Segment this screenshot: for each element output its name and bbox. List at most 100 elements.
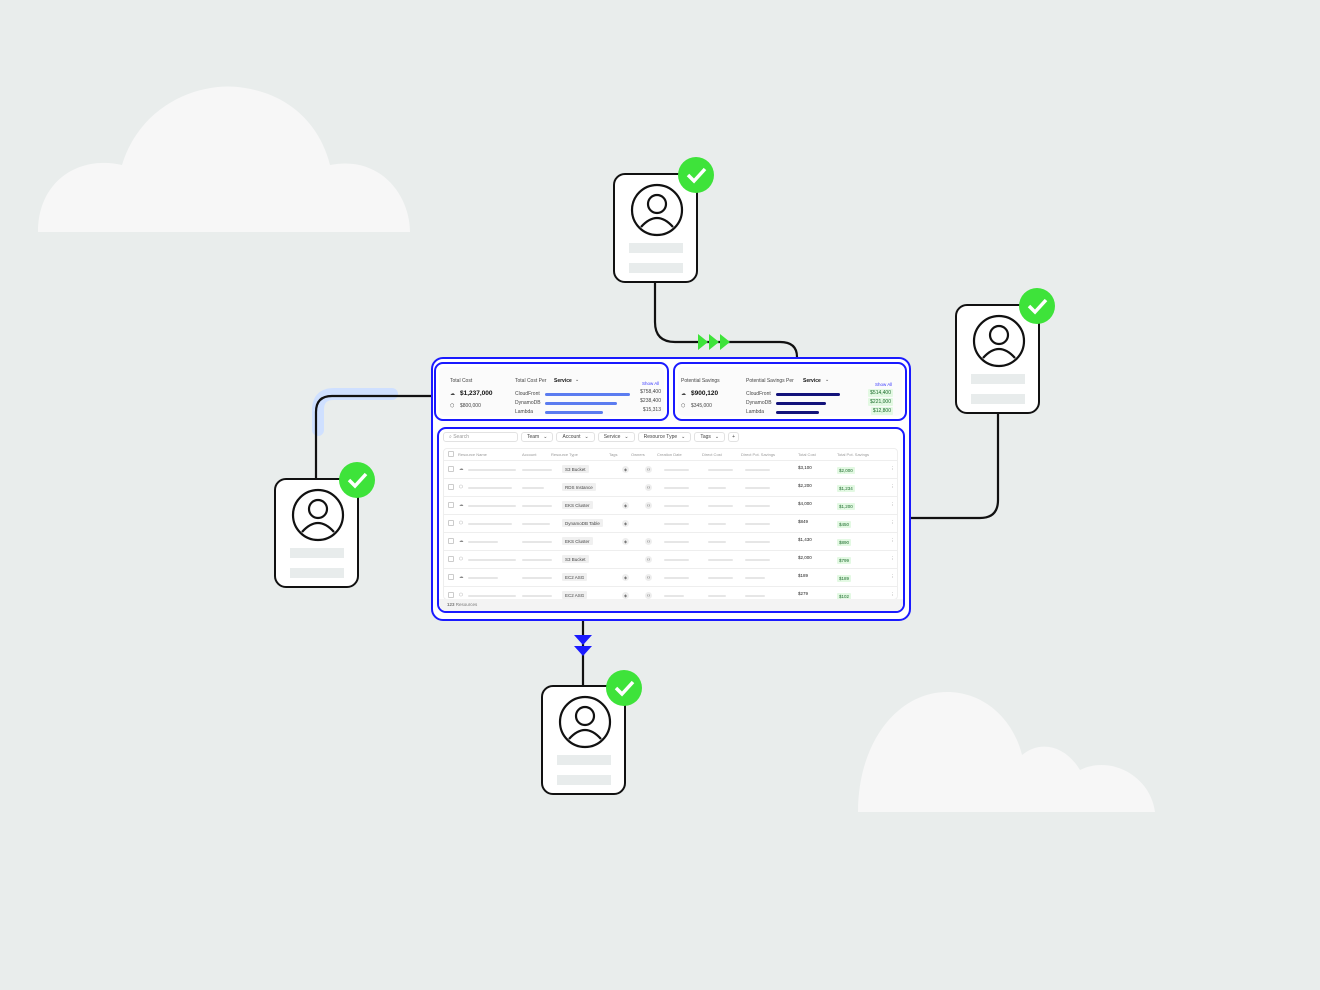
service-value: $15,313 — [642, 407, 661, 413]
row-menu-icon[interactable]: ⋮ — [890, 520, 895, 525]
resource-type-tag: EKS Cluster — [562, 537, 593, 545]
table-row[interactable]: ⬡RDS Instance⚇$2,200$1,234⋮ — [444, 479, 897, 497]
service-name: CloudFront — [746, 391, 771, 397]
owners-icon[interactable]: ⚇ — [645, 466, 652, 473]
column-header[interactable]: Direct Cost — [702, 452, 722, 457]
row-checkbox[interactable] — [448, 574, 454, 580]
total-cost: $3,100 — [798, 465, 812, 470]
owners-icon[interactable]: ⚇ — [645, 538, 652, 545]
check-icon — [339, 462, 375, 498]
filter-tags[interactable]: Tags⌄ — [694, 432, 726, 442]
service-dropdown[interactable]: Service — [554, 378, 572, 384]
placeholder-bar — [708, 559, 733, 561]
resource-type-tag: RDS Instance — [562, 483, 596, 491]
show-all-link[interactable]: Show All — [642, 381, 660, 386]
service-bar — [545, 411, 603, 414]
chevron-down-icon: ⌄ — [575, 377, 580, 383]
column-header[interactable]: Creation Date — [657, 452, 682, 457]
select-all-checkbox[interactable] — [448, 451, 454, 457]
check-icon — [678, 157, 714, 193]
show-all-link[interactable]: Show All — [875, 382, 893, 387]
placeholder-bar — [664, 559, 689, 561]
profile-card-left — [274, 478, 359, 588]
cloud-icon: ☁ — [450, 391, 455, 397]
row-menu-icon[interactable]: ⋮ — [890, 574, 895, 579]
search-input[interactable]: ⌕ Search — [443, 432, 518, 442]
row-checkbox[interactable] — [448, 520, 454, 526]
service-dropdown[interactable]: Service — [803, 378, 821, 384]
table-row[interactable]: ⬡DynamoDB Table◈$849$450⋮ — [444, 515, 897, 533]
row-menu-icon[interactable]: ⋮ — [890, 466, 895, 471]
row-checkbox[interactable] — [448, 466, 454, 472]
row-menu-icon[interactable]: ⋮ — [890, 538, 895, 543]
savings-primary: $900,120 — [691, 390, 719, 397]
row-checkbox[interactable] — [448, 502, 454, 508]
row-menu-icon[interactable]: ⋮ — [890, 556, 895, 561]
tag-icon[interactable]: ◈ — [622, 538, 629, 545]
row-checkbox[interactable] — [448, 538, 454, 544]
row-menu-icon[interactable]: ⋮ — [890, 502, 895, 507]
tag-icon[interactable]: ◈ — [622, 592, 629, 599]
owners-icon[interactable]: ⚇ — [645, 592, 652, 599]
filter-team[interactable]: Team⌄ — [521, 432, 554, 442]
add-filter-button[interactable]: + — [728, 432, 740, 442]
resource-icon: ☁ — [459, 502, 464, 507]
placeholder-bar — [522, 505, 552, 507]
tag-icon[interactable]: ◈ — [622, 574, 629, 581]
service-name: Lambda — [746, 409, 765, 415]
column-header[interactable]: Tags — [609, 452, 618, 457]
connector-lines — [314, 283, 1000, 685]
tag-icon[interactable]: ◈ — [622, 520, 629, 527]
arrow-right-icon — [698, 334, 730, 350]
table-row[interactable]: ☁S3 Bucket◈⚇$3,100$2,000⋮ — [444, 461, 897, 479]
service-name: DynamoDB — [746, 400, 772, 406]
resource-icon: ⬡ — [459, 484, 463, 489]
total-cost: $849 — [798, 519, 809, 524]
resource-type-tag: S3 Bucket — [562, 465, 589, 473]
service-value: $514,400 — [868, 389, 893, 397]
table-row[interactable]: ☁EC2 ASG◈⚇$189$189⋮ — [444, 569, 897, 587]
placeholder-bar — [468, 541, 498, 543]
check-icon — [606, 670, 642, 706]
row-checkbox[interactable] — [448, 484, 454, 490]
table-row[interactable]: ⬡EC2 ASG◈⚇$279$102⋮ — [444, 587, 897, 599]
owners-icon[interactable]: ⚇ — [645, 484, 652, 491]
cube-icon: ⬡ — [681, 403, 686, 409]
owners-icon[interactable]: ⚇ — [645, 502, 652, 509]
filter-account[interactable]: Account⌄ — [556, 432, 595, 442]
row-checkbox[interactable] — [448, 592, 454, 598]
column-header[interactable]: Resource Name — [458, 452, 487, 457]
placeholder-bar — [522, 523, 550, 525]
column-header[interactable]: Total Pot. Savings — [837, 452, 870, 457]
resource-icon: ⬡ — [459, 520, 463, 525]
chevron-down-icon: ⌄ — [714, 434, 720, 440]
cloud-right — [858, 691, 1155, 812]
profile-card-bottom — [541, 685, 626, 795]
filter-service[interactable]: Service⌄ — [597, 432, 635, 442]
cube-icon: ⬡ — [450, 403, 455, 409]
column-header[interactable]: Direct Pot. Savings — [741, 452, 776, 457]
filter-resource-type[interactable]: Resource Type⌄ — [637, 432, 692, 442]
table-row[interactable]: ☁EKS Cluster◈⚇$4,000$1,200⋮ — [444, 497, 897, 515]
column-header[interactable]: Total Cost — [798, 452, 816, 457]
placeholder-bar — [708, 541, 726, 543]
owners-icon[interactable]: ⚇ — [645, 556, 652, 563]
tag-icon[interactable]: ◈ — [622, 502, 629, 509]
total-cost-primary: $1,237,000 — [460, 390, 493, 397]
table-row[interactable]: ☁EKS Cluster◈⚇$1,430$890⋮ — [444, 533, 897, 551]
table-row[interactable]: ⬡S3 Bucket⚇$2,000$799⋮ — [444, 551, 897, 569]
tag-icon[interactable]: ◈ — [622, 466, 629, 473]
column-header[interactable]: Owners — [631, 452, 645, 457]
row-menu-icon[interactable]: ⋮ — [890, 484, 895, 489]
total-cost: $189 — [798, 573, 809, 578]
placeholder-bar — [664, 595, 684, 597]
chevron-down-icon: ⌄ — [584, 434, 589, 440]
row-menu-icon[interactable]: ⋮ — [890, 592, 895, 597]
user-avatar-icon — [558, 695, 612, 749]
resource-type-tag: DynamoDB Table — [562, 519, 603, 527]
user-avatar-icon — [630, 183, 684, 237]
column-header[interactable]: Account — [522, 452, 537, 457]
owners-icon[interactable]: ⚇ — [645, 574, 652, 581]
column-header[interactable]: Resource Type — [551, 452, 578, 457]
row-checkbox[interactable] — [448, 556, 454, 562]
